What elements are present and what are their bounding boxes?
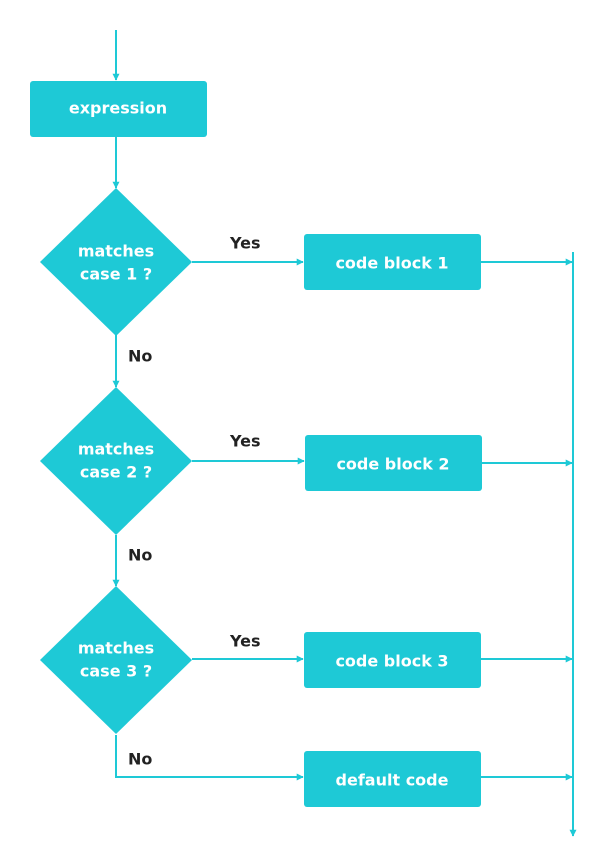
decision-diamond-1 — [40, 188, 192, 336]
code-block-3-box — [304, 632, 481, 688]
decision-diamond-2 — [40, 387, 192, 535]
code-block-1-box — [304, 234, 481, 290]
decision-2-line-1: matches — [78, 440, 154, 459]
expression-box — [30, 81, 207, 137]
yes-label-1: Yes — [229, 234, 261, 253]
yes-label-3: Yes — [229, 632, 261, 651]
decision-diamond-3 — [40, 586, 192, 734]
code-block-2-label: code block 2 — [336, 455, 449, 474]
no-label-3: No — [128, 750, 152, 769]
decision-3-line-2: case 3 ? — [80, 662, 152, 681]
no-arrow-3 — [115, 735, 304, 781]
decision-1-line-1: matches — [78, 242, 154, 261]
no-label-2: No — [128, 546, 152, 565]
decision-3-line-1: matches — [78, 639, 154, 658]
code-block-2-box — [305, 435, 482, 491]
yes-label-2: Yes — [229, 432, 261, 451]
decision-1-line-2: case 1 ? — [80, 265, 152, 284]
code-block-1-label: code block 1 — [335, 254, 448, 273]
decision-2-line-2: case 2 ? — [80, 463, 152, 482]
default-code-label: default code — [336, 771, 449, 790]
code-block-3-label: code block 3 — [335, 652, 448, 671]
default-code-box — [304, 751, 481, 807]
no-label-1: No — [128, 347, 152, 366]
expression-label: expression — [69, 99, 167, 118]
